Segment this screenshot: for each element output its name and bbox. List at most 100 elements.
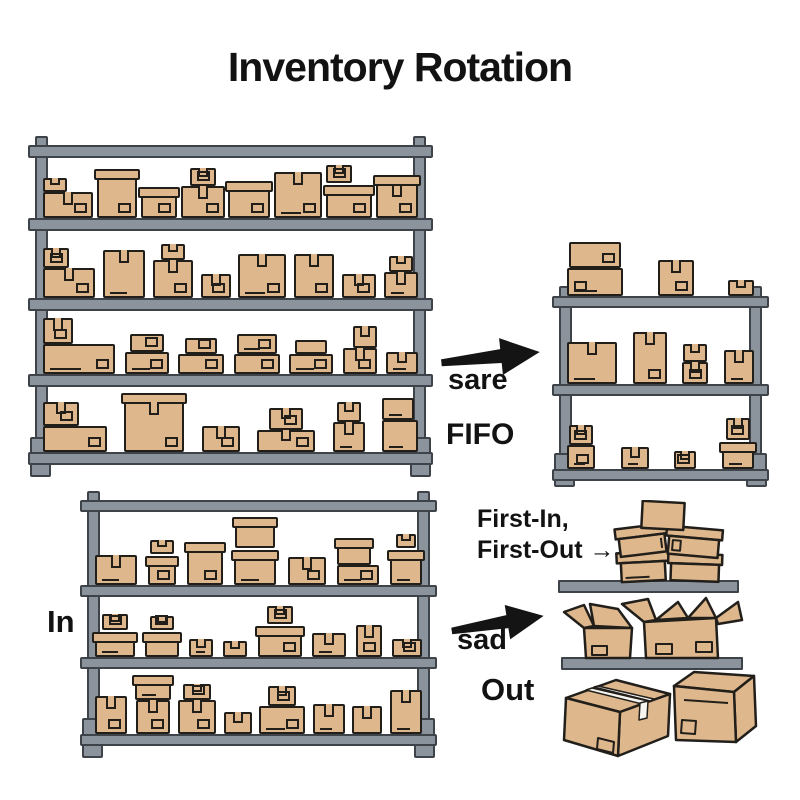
tape-mark [118,250,129,263]
shelf-row [33,231,428,298]
cardboard-box [102,250,145,298]
cardboard-box [381,398,414,420]
box-label [76,283,89,293]
tape-mark [395,256,406,264]
box-line [131,368,150,370]
cardboard-box [569,242,621,268]
cardboard-box [391,639,422,657]
box-label [54,329,67,339]
cardboard-box [95,555,137,585]
box-label [574,430,587,440]
box-label [273,609,287,619]
box-stack [43,248,95,298]
cardboard-box [269,408,304,430]
shelf-board [552,384,769,396]
cardboard-box [43,402,79,426]
open-box [562,602,634,660]
cardboard-box [289,354,333,374]
cardboard-box [632,332,667,384]
box-line [196,651,206,653]
box-label [689,369,703,379]
box-label [198,339,211,349]
shelf-board [80,500,437,512]
cardboard-box [232,517,279,548]
tape-mark [395,272,406,285]
box-line [319,728,333,730]
box-stack [43,318,115,374]
cardboard-box [180,186,225,218]
box-label [74,203,87,213]
box-label [402,642,416,652]
cardboard-box [43,268,95,298]
cardboard-box [43,248,69,268]
box-label [677,454,691,464]
cardboard-box [238,254,287,298]
box-stack [332,402,365,452]
cardboard-box [333,538,374,565]
box-stack [342,326,377,374]
cardboard-box [395,534,416,548]
fifo-label: FIFO [446,418,515,451]
cardboard-box [312,704,345,734]
tape-mark [732,418,743,429]
arrow-right-icon [448,592,550,654]
in-label: In [47,604,75,639]
sealed-box [562,678,672,758]
cardboard-box [723,350,754,384]
box-label [251,203,265,213]
box-label [359,570,373,580]
cardboard-box [342,274,377,298]
cardboard-box [657,260,694,296]
box-stack [259,686,306,734]
box-lid [333,538,374,549]
box-label [333,168,347,178]
box-label [196,171,210,181]
box-label [284,415,298,425]
tape-mark [629,447,640,458]
tape-mark [157,540,168,547]
box-lid [323,185,376,196]
box-line [343,579,361,581]
box-label [157,203,171,213]
box-stack [254,606,305,657]
box-stack [124,334,169,374]
box-stack [231,515,280,585]
box-lid [137,187,180,198]
tape-mark [323,704,334,717]
box-label [296,437,310,447]
tape-mark [363,625,374,638]
fifo-box-stack-illustration [556,500,742,594]
cardboard-box [43,344,115,374]
box-label [96,359,109,369]
tape-mark [359,326,370,337]
box-label [204,570,218,580]
cardboard-box [150,615,175,630]
cardboard-box [718,442,757,469]
box-stack [386,534,425,585]
tape-mark [354,274,365,286]
shelf-row [557,308,764,384]
box-label [211,283,225,293]
cardboard-box [184,542,227,585]
cardboard-box [326,165,353,183]
tape-mark [196,639,207,648]
cardboard-box [160,244,185,260]
box-label [353,203,367,213]
cardboard-box [287,557,326,585]
box-line [388,414,402,416]
box-line [574,290,598,292]
tape-mark [63,192,73,205]
open-box [620,596,744,660]
cardboard-box [383,272,418,298]
box-lid [386,550,425,561]
cardboard-box [381,420,418,452]
box-lid [254,626,305,637]
box-stack [383,256,418,298]
box-line [245,292,266,294]
cardboard-box [142,632,183,657]
box-stack [323,165,376,218]
cardboard-box [185,338,217,354]
box-lid [372,175,421,186]
box-label [88,437,101,447]
